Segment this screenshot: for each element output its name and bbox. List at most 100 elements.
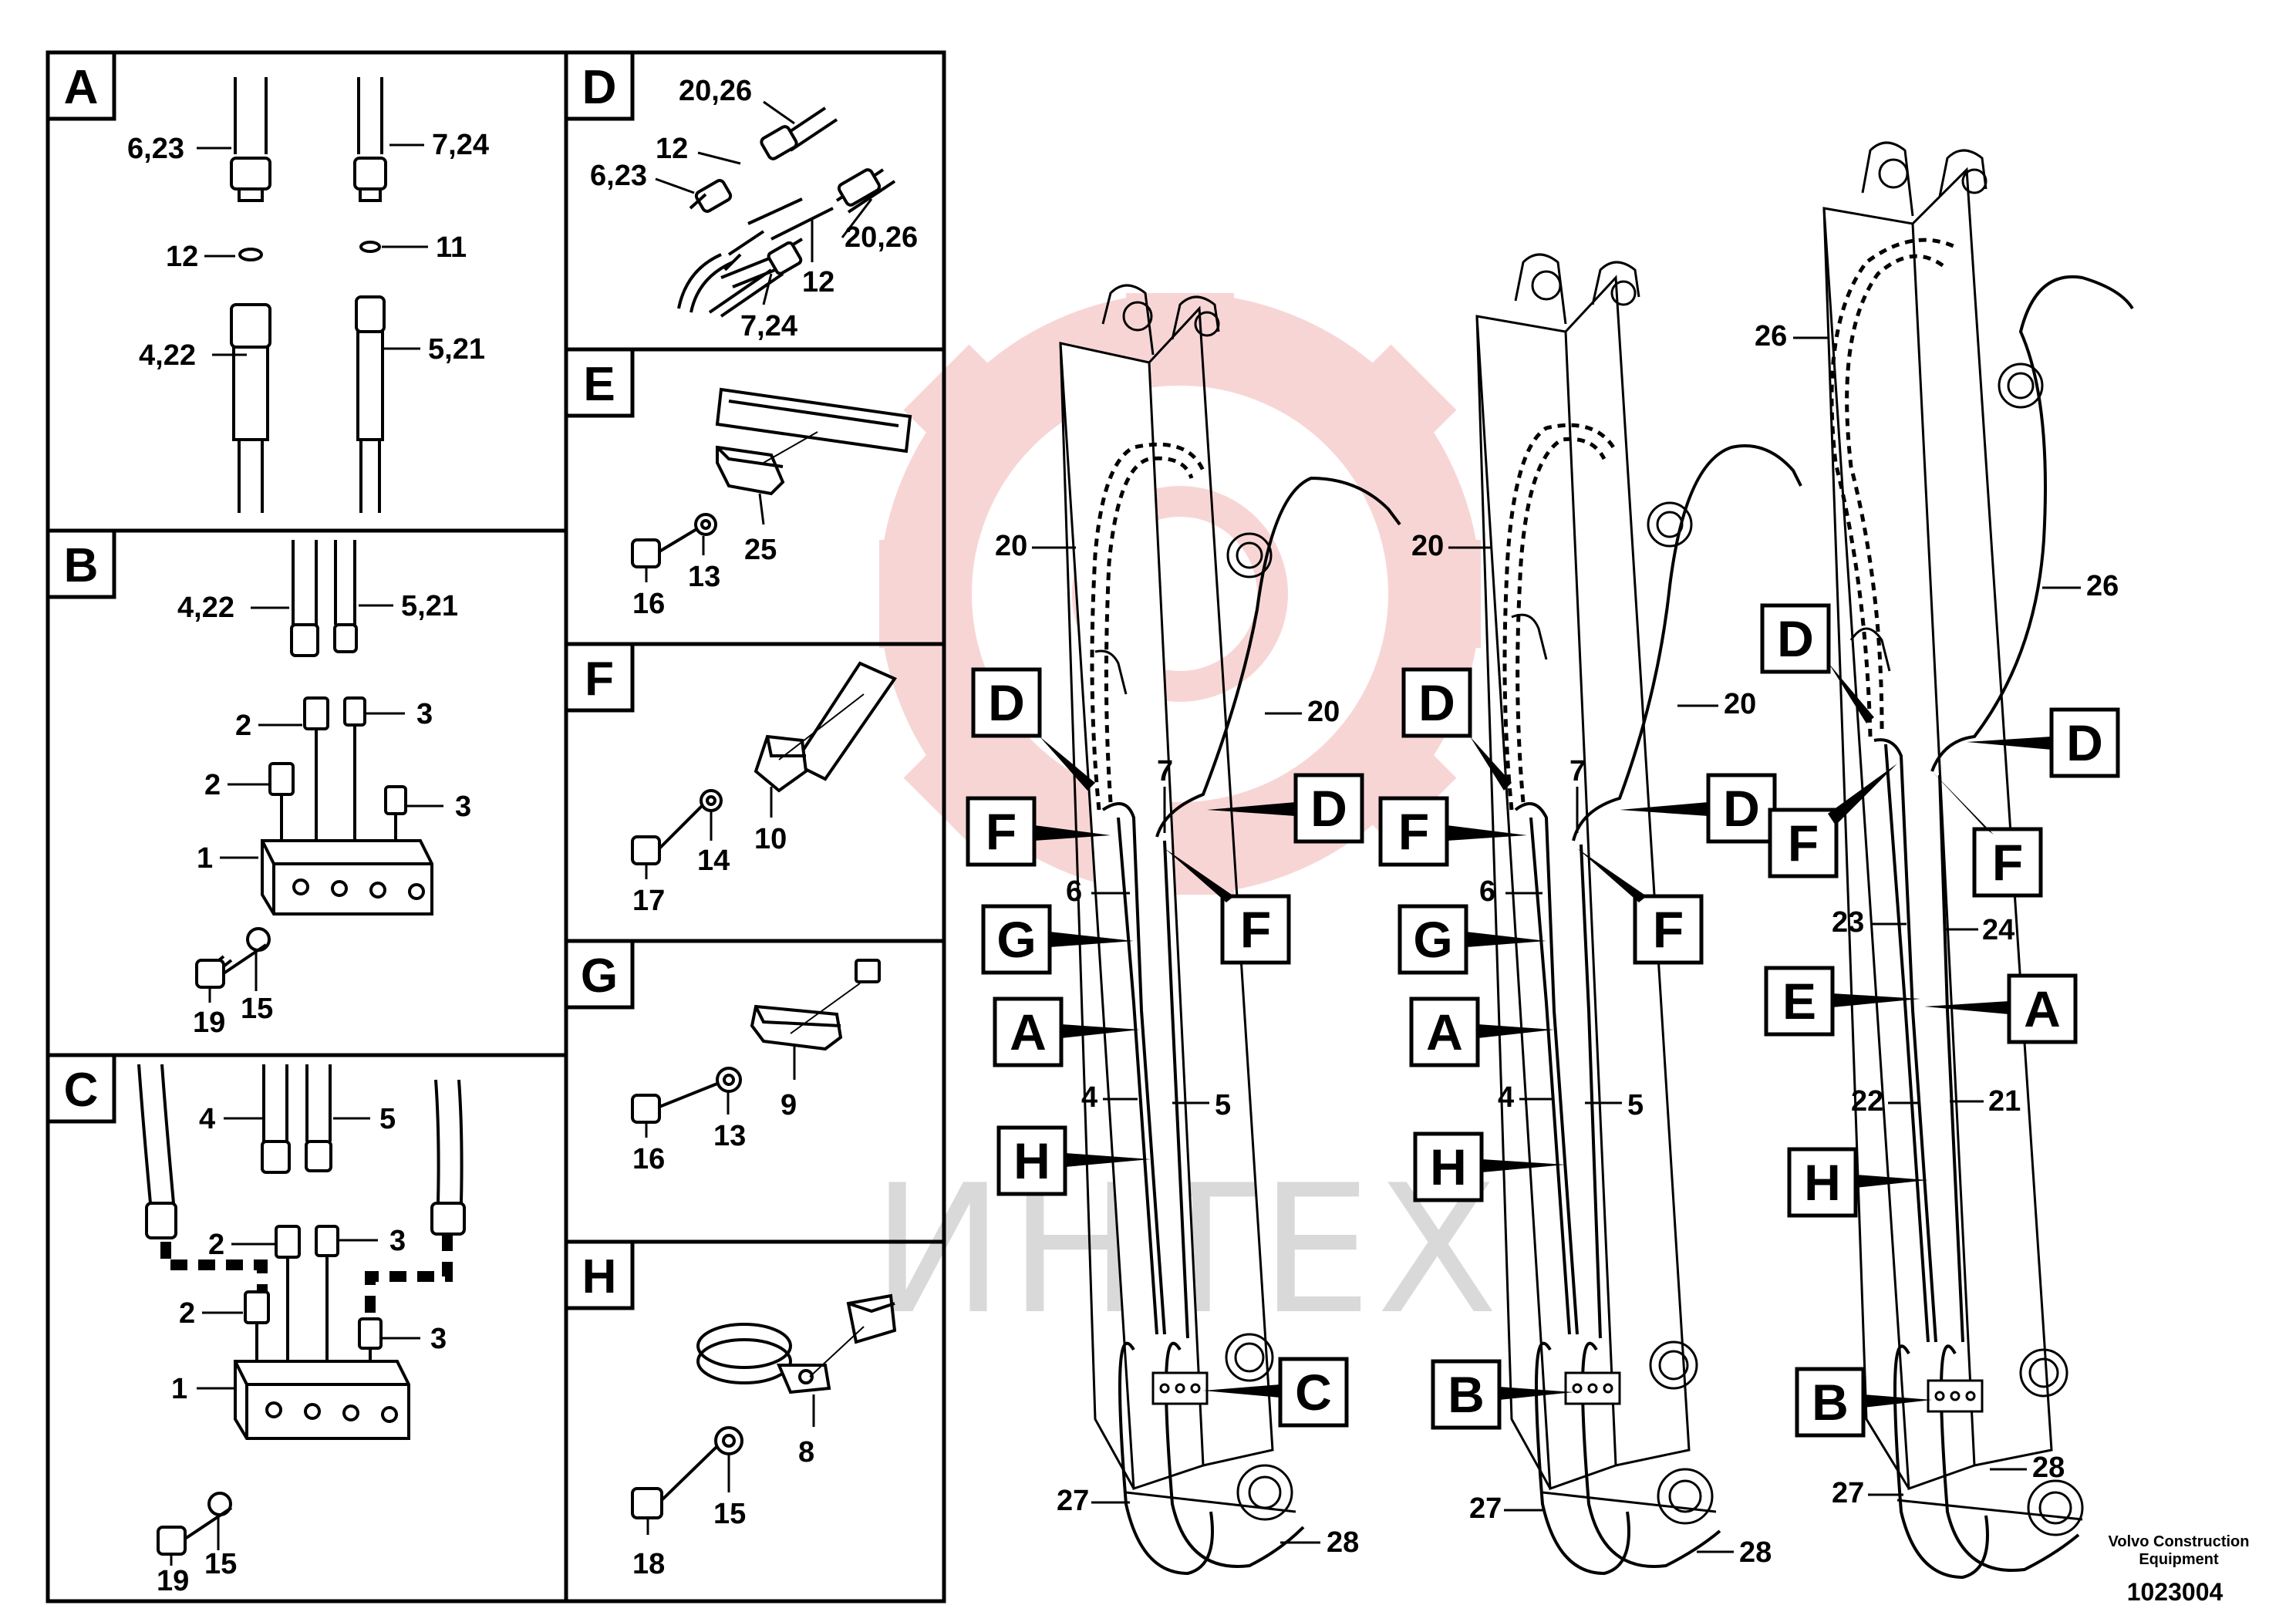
boom-2-box-a: A [1409,996,1554,1067]
svg-text:15: 15 [241,993,273,1025]
svg-text:12: 12 [802,266,834,298]
boom-2-box-b: B [1431,1359,1573,1430]
svg-text:4: 4 [199,1103,215,1135]
svg-text:F: F [585,653,614,706]
svg-text:A: A [1010,1003,1047,1061]
svg-text:20,26: 20,26 [845,221,918,254]
boom-3-box-e: E [1764,966,1920,1037]
panel-letter-box-g: G [564,939,635,1010]
panel-letter-box-f: F [564,642,635,713]
svg-text:20: 20 [1411,530,1444,562]
svg-text:6: 6 [1479,875,1495,908]
panel-f-drawing [631,661,898,865]
svg-text:D: D [1777,610,1814,667]
svg-text:G: G [581,949,618,1003]
boom-2-block [1564,1371,1621,1405]
svg-text:A: A [1426,1003,1463,1061]
svg-text:21: 21 [1988,1085,2021,1118]
svg-text:5: 5 [379,1103,396,1135]
boom-3-hoses [1873,275,2134,1580]
svg-text:15: 15 [713,1498,746,1530]
svg-text:12: 12 [656,133,688,165]
boom-3-box-d-right: D [1967,707,2120,778]
svg-text:6,23: 6,23 [590,160,647,192]
boom-1-box-g: G [981,904,1134,975]
svg-text:27: 27 [1469,1492,1502,1525]
svg-text:D: D [988,674,1025,731]
boom-1-box-f-left: F [966,796,1111,867]
svg-text:F: F [986,803,1017,860]
boom-2-box-d-right: D [1620,773,1777,844]
svg-text:20: 20 [1307,696,1340,728]
svg-text:G: G [1413,911,1452,968]
boom-2-drawing [1475,253,1717,1525]
boom-2-dashed-hose [1502,423,1618,811]
svg-text:16: 16 [632,588,665,620]
svg-text:C: C [1295,1364,1332,1421]
boom-1-part-labels: 20 20 7 6 4 5 27 28 [995,530,1359,1559]
panel-letter-box-d: D [564,50,635,121]
boom-1-box-d-upper: D [971,667,1095,791]
svg-text:A: A [64,61,99,114]
panel-b-drawing [195,540,433,989]
svg-text:5,21: 5,21 [428,333,485,366]
boom-1-box-a: A [993,996,1140,1067]
panel-g-labels: 9 16 13 [632,1045,797,1175]
svg-text:28: 28 [2032,1452,2065,1484]
svg-text:F: F [1653,901,1684,958]
svg-text:28: 28 [1327,1526,1359,1559]
boom-2-box-d-upper: D [1401,667,1512,791]
svg-text:23: 23 [1832,906,1864,939]
svg-text:A: A [2024,980,2061,1037]
svg-text:9: 9 [781,1089,797,1121]
svg-text:24: 24 [1982,914,2014,946]
svg-text:Volvo Construction: Volvo Construction [2109,1533,2250,1550]
boom-1-hoses [1101,476,1401,1576]
panel-d-labels: 20,26 12 6,23 20,26 12 7,24 [590,75,918,342]
boom-3-dashed-hose [1829,238,1957,737]
svg-text:F: F [1992,834,2023,891]
svg-text:8: 8 [798,1436,814,1469]
svg-text:1: 1 [197,842,213,875]
svg-text:E: E [583,358,615,411]
panel-a-labels: 6,23 7,24 12 11 4,22 5,21 [127,129,489,372]
boom-3-part-labels: 26 26 23 24 22 21 28 27 [1755,320,2119,1509]
svg-text:17: 17 [632,885,665,917]
boom-1-block [1151,1371,1209,1405]
svg-text:H: H [582,1250,617,1303]
boom-2-box-g: G [1397,904,1546,975]
panel-e-labels: 25 16 13 [632,493,777,620]
svg-text:6: 6 [1066,875,1082,908]
panel-frames [46,50,946,1603]
svg-text:27: 27 [1832,1477,1864,1509]
panel-f-labels: 10 17 14 [632,787,787,917]
svg-text:5: 5 [1215,1089,1231,1121]
svg-text:C: C [64,1064,99,1117]
svg-text:3: 3 [416,698,433,730]
panel-letter-box-a: A [46,50,116,121]
boom-3-box-f-left: F [1768,764,1897,878]
svg-text:D: D [1418,674,1455,731]
svg-text:26: 26 [1755,320,1787,352]
svg-text:D: D [2066,714,2103,771]
svg-text:D: D [582,61,617,114]
svg-text:5,21: 5,21 [401,590,458,622]
boom-2-part-labels: 20 20 7 6 4 5 27 28 [1411,530,1772,1569]
svg-text:2: 2 [204,769,221,801]
svg-text:4: 4 [1081,1081,1097,1114]
svg-text:7: 7 [1157,755,1173,787]
panel-b-labels: 4,22 5,21 2 3 2 3 1 19 15 [177,590,471,1039]
panel-a-drawing [230,77,387,513]
panel-letter-box-h: H [564,1239,635,1310]
svg-text:12: 12 [166,241,198,273]
panel-g-drawing [631,959,881,1124]
svg-text:H: H [1804,1154,1841,1211]
svg-text:19: 19 [157,1565,189,1597]
boom-1-box-c: C [1203,1357,1349,1428]
boom-3-box-f-right: F [1932,771,2043,898]
svg-text:4: 4 [1498,1081,1514,1114]
svg-text:16: 16 [632,1143,665,1175]
svg-text:20: 20 [1724,688,1756,720]
svg-text:28: 28 [1739,1536,1772,1569]
